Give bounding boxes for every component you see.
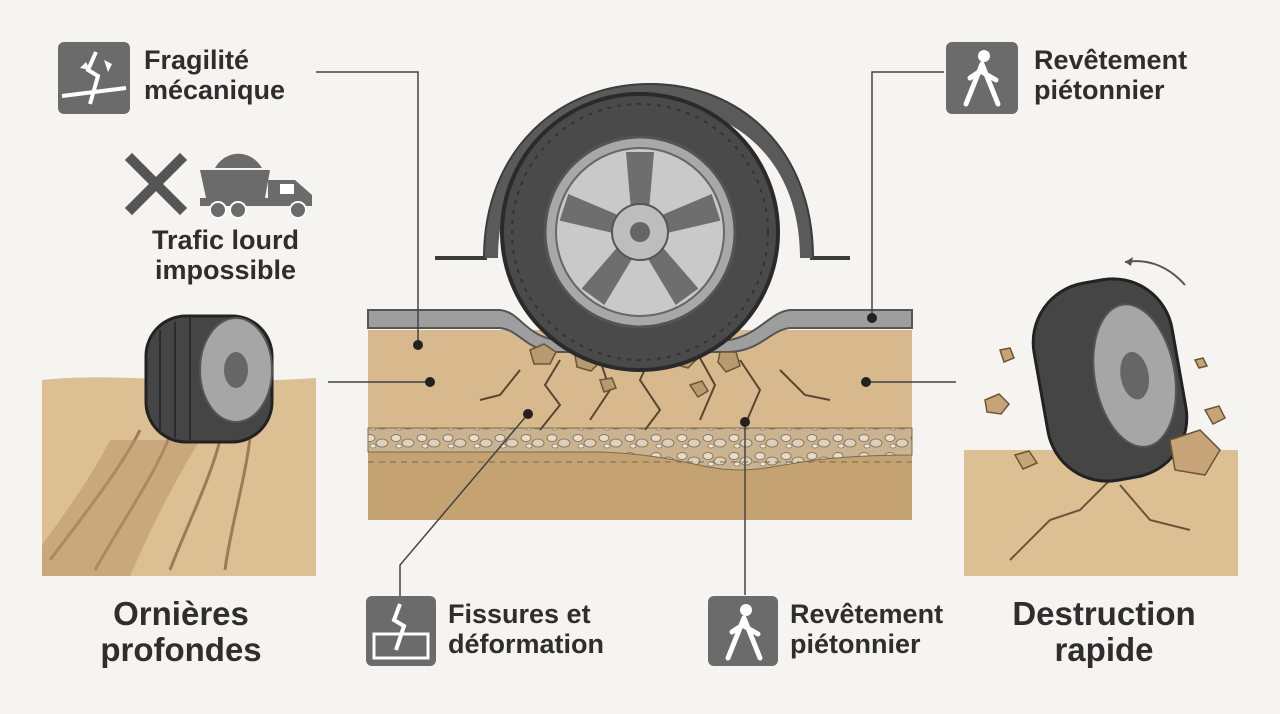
label-ornieres: Ornières profondes [100, 595, 262, 669]
label-revetement-top: Revêtement piétonnier [1034, 45, 1188, 105]
dump-truck-icon [200, 153, 312, 219]
leader-dot [861, 377, 871, 387]
leader-dot [425, 377, 435, 387]
leader-dot [523, 409, 533, 419]
crack-icon [366, 596, 436, 666]
rut-tire [144, 314, 274, 444]
label-fissures: Fissures et déformation [448, 599, 605, 659]
label-fragilite: Fragilité mécanique [144, 45, 286, 105]
destruction-tire [1031, 277, 1189, 483]
leader-lines [316, 71, 956, 600]
label-destruction: Destruction rapide [1012, 595, 1196, 669]
pedestrian-icon [946, 42, 1018, 114]
ruts-panel [42, 314, 316, 576]
label-trafic: Trafic lourd impossible [152, 225, 300, 285]
destruction-panel [964, 257, 1238, 576]
leader-dot [867, 313, 877, 323]
prohibited-x-icon [124, 152, 188, 216]
label-revetement-bottom: Revêtement piétonnier [790, 599, 944, 659]
leader-dot [740, 417, 750, 427]
crack-icon [58, 42, 130, 114]
leader-dot [413, 340, 423, 350]
road-cross-section [367, 82, 913, 520]
pedestrian-icon [708, 596, 778, 666]
